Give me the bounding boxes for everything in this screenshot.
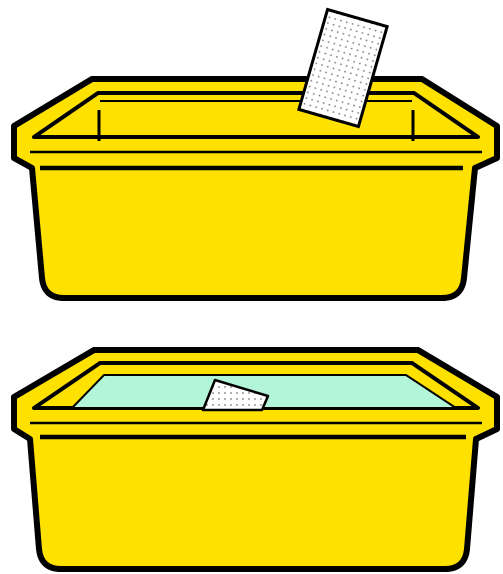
top-tub-group xyxy=(14,79,497,298)
top-tub-inner-rim xyxy=(34,93,478,137)
bottom-tub-group xyxy=(14,350,497,569)
